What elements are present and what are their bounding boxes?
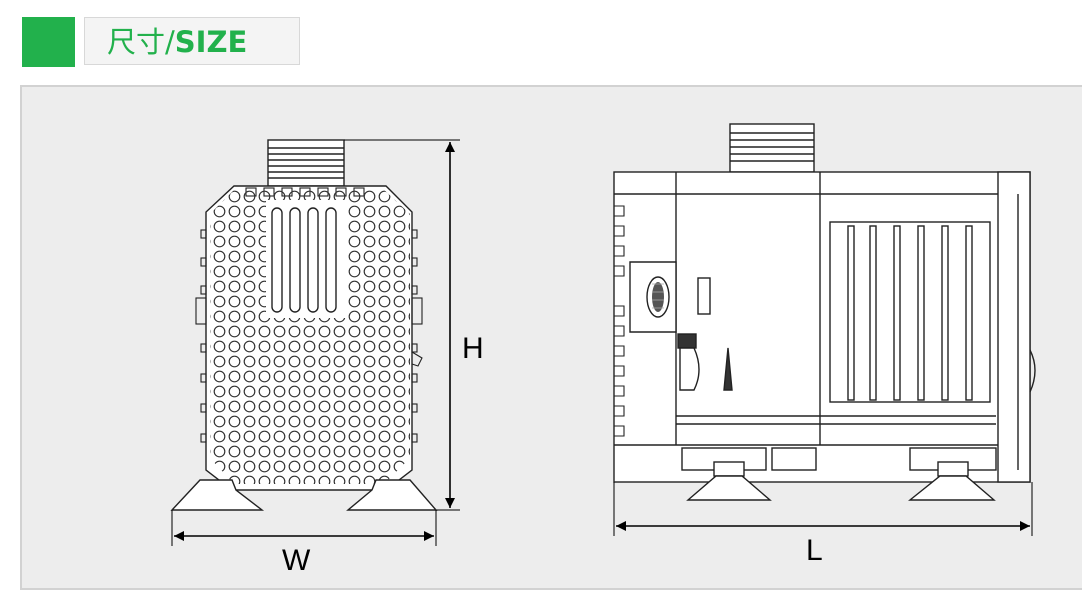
front-side-ribs	[195, 229, 423, 443]
section-header: 尺寸/SIZE	[22, 14, 312, 70]
side-screw	[677, 333, 733, 391]
outlet-thread-front	[267, 139, 345, 187]
title-chinese: 尺寸/	[107, 25, 175, 59]
width-dimension	[171, 510, 437, 546]
side-small-slot	[697, 277, 711, 315]
front-view	[170, 139, 438, 511]
side-right-suction-foot	[908, 461, 996, 501]
front-right-suction-foot	[346, 479, 438, 511]
front-slot-panel	[266, 200, 348, 318]
front-left-suction-foot	[170, 479, 265, 511]
length-dimension	[613, 482, 1033, 536]
title-english: SIZE	[174, 25, 248, 59]
outlet-thread-side	[729, 123, 815, 173]
header-accent-square	[22, 17, 75, 67]
height-dimension	[344, 139, 460, 511]
side-vent-louvers	[829, 221, 991, 403]
height-label: H	[462, 332, 484, 365]
flow-adjust-knob	[629, 261, 677, 333]
title-box: 尺寸/SIZE	[84, 17, 300, 65]
section-title: 尺寸/SIZE	[107, 25, 247, 59]
width-label: W	[282, 544, 311, 577]
side-view	[613, 123, 1036, 501]
side-left-suction-foot	[686, 461, 772, 501]
side-left-ribs	[614, 205, 625, 437]
side-right-cap	[997, 171, 1031, 483]
length-label: L	[806, 534, 823, 567]
